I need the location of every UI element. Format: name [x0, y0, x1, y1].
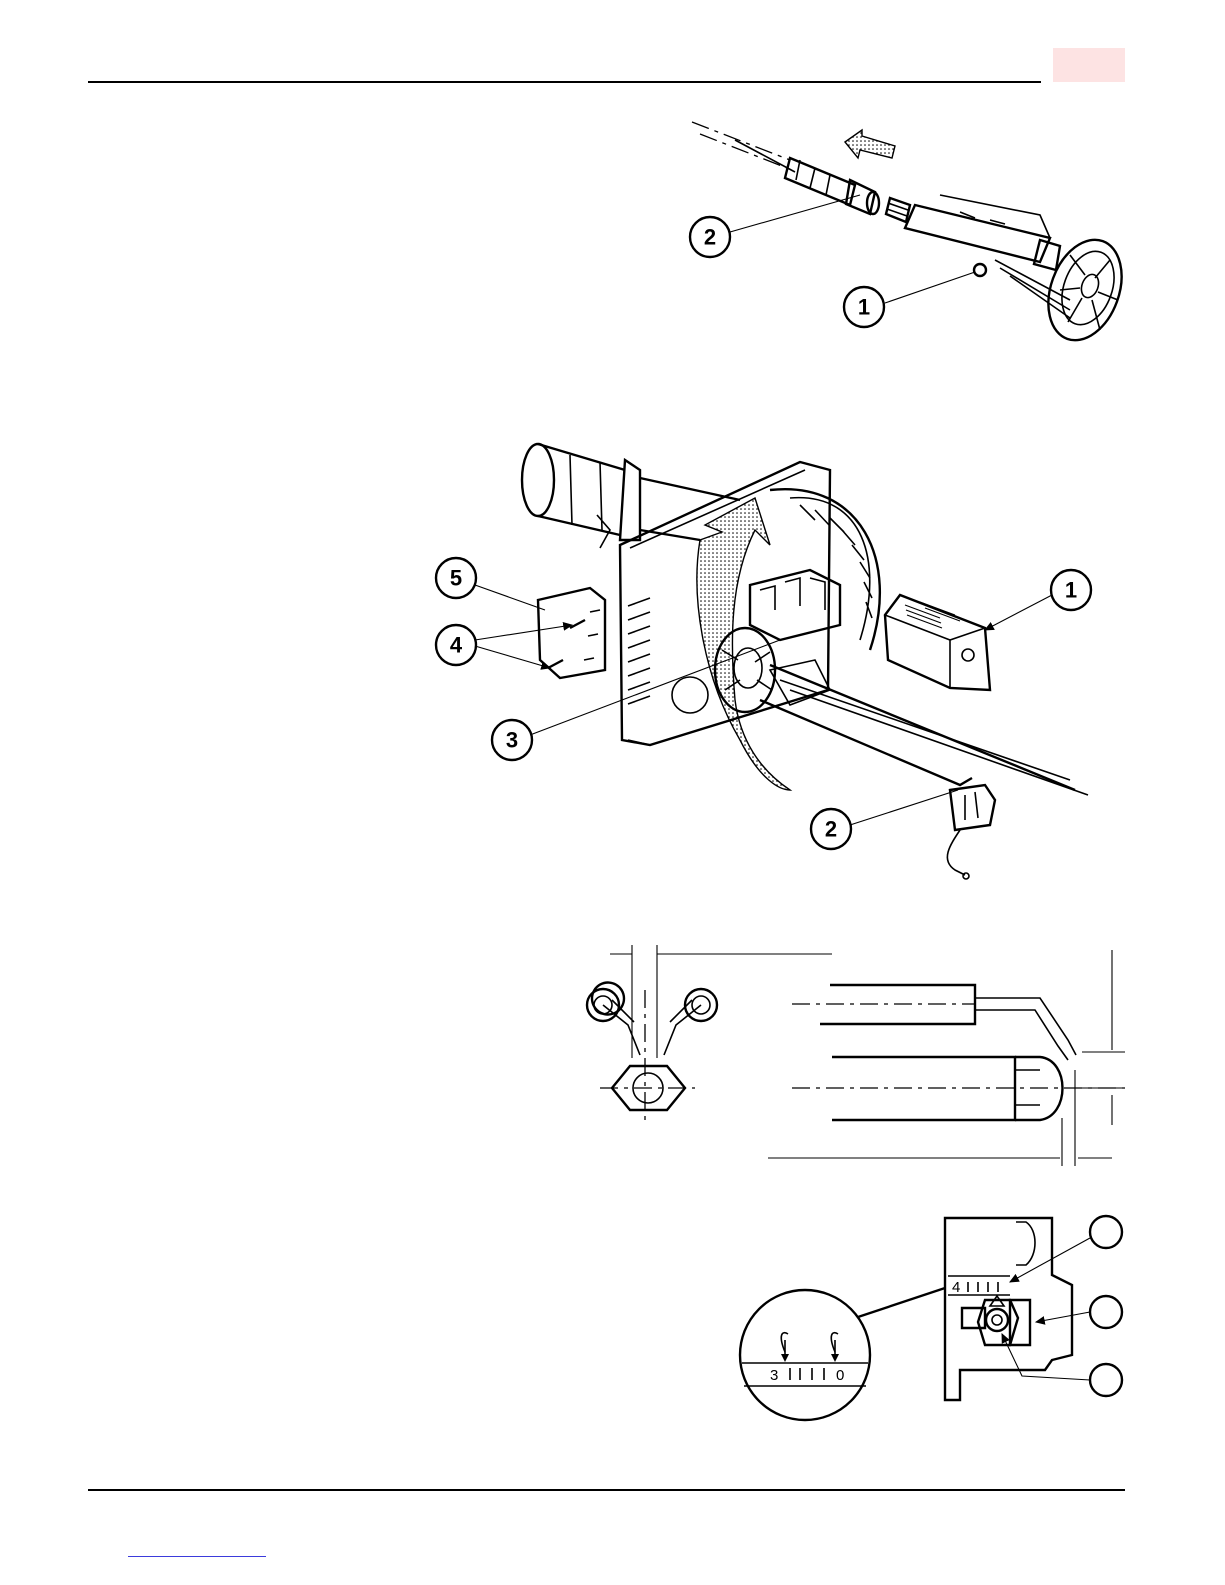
- callout-blank-c-fig4: [1090, 1364, 1122, 1396]
- callout-5-fig2: 5: [436, 558, 476, 598]
- callout-blank-b-fig4: [1090, 1296, 1122, 1328]
- svg-text:5: 5: [450, 566, 462, 591]
- svg-text:3: 3: [506, 728, 518, 753]
- svg-text:4: 4: [952, 1279, 960, 1296]
- figure-electrode-dimensions: [587, 945, 1125, 1166]
- svg-text:4: 4: [450, 633, 463, 658]
- rotation-arrow-icon: [697, 498, 790, 790]
- svg-text:2: 2: [704, 225, 716, 250]
- svg-text:0: 0: [836, 1367, 844, 1384]
- callout-2-fig2: 2: [811, 809, 851, 849]
- svg-text:2: 2: [825, 817, 837, 842]
- callout-2-fig1: 2: [690, 217, 730, 257]
- figure-nozzle-assembly: 2 1: [690, 122, 1135, 350]
- figure-air-damper-scale: 3 0 4: [740, 1216, 1122, 1420]
- svg-text:3: 3: [770, 1367, 778, 1384]
- callout-3-fig2: 3: [492, 720, 532, 760]
- svg-text:1: 1: [1065, 578, 1077, 603]
- callout-1-fig1: 1: [844, 287, 884, 327]
- callout-4-fig2: 4: [436, 625, 476, 665]
- direction-arrow-icon: [845, 130, 895, 158]
- callout-1-fig2: 1: [1051, 570, 1091, 610]
- callout-blank-a-fig4: [1090, 1216, 1122, 1248]
- figure-burner-exploded: 5 4 3 1 2: [436, 444, 1091, 879]
- svg-text:1: 1: [858, 295, 870, 320]
